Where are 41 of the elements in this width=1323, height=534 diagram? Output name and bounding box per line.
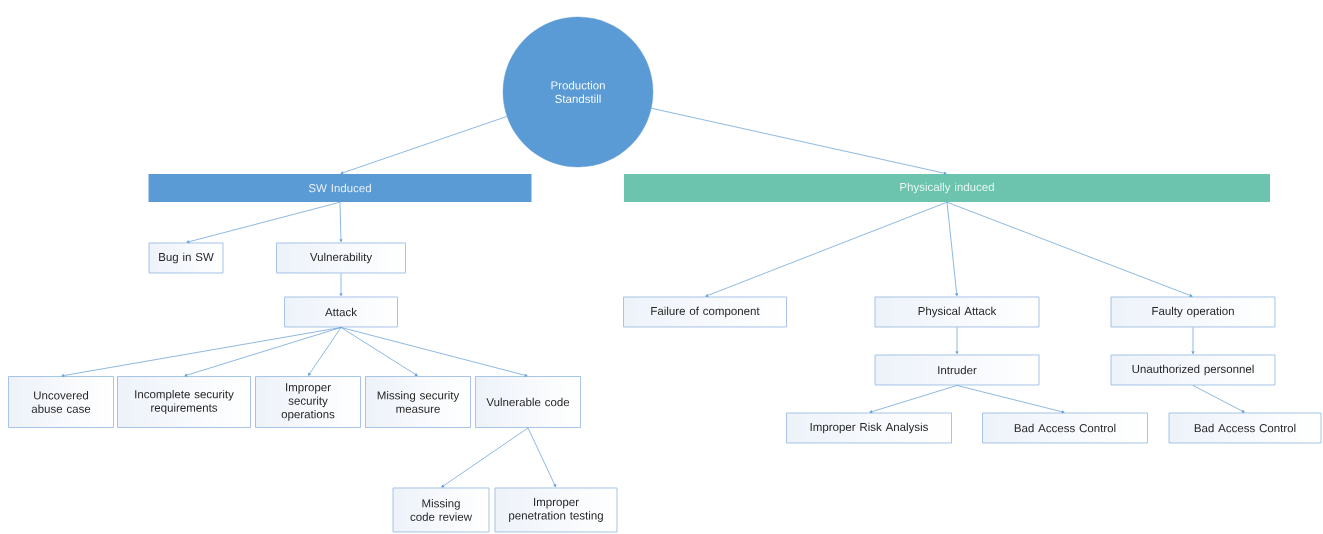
cause-box: Improper Risk Analysis (786, 412, 952, 444)
arrow (340, 116, 508, 175)
cause-box: Attack (284, 296, 398, 328)
cause-box: Improper penetration testing (494, 487, 618, 533)
arrow (1192, 385, 1245, 413)
cause-box: Uncovered abuse case (8, 376, 114, 428)
arrow (339, 201, 343, 243)
arrow (340, 327, 528, 377)
cause-box: Faulty operation (1110, 296, 1276, 328)
arrow (651, 107, 947, 175)
arrow (946, 201, 1193, 297)
cause-box: Intruder (874, 354, 1040, 386)
arrow (955, 327, 959, 355)
arrow (441, 427, 529, 488)
cause-box: Physical Attack (874, 296, 1040, 328)
circle-node: Production Standstill (502, 16, 654, 168)
arrow (527, 427, 557, 488)
arrow (308, 327, 342, 376)
arrow (339, 273, 343, 297)
cause-box: Missing code review (392, 487, 490, 533)
arrow (956, 385, 1065, 414)
category-bar: SW Induced (148, 174, 532, 202)
arrow (705, 201, 948, 297)
category-bar: Physically induced (624, 174, 1270, 202)
cause-box: Missing security measure (365, 376, 471, 428)
cause-box: Improper security operations (255, 376, 361, 428)
arrow (340, 327, 418, 376)
arrow (869, 385, 958, 414)
arrow (184, 327, 342, 377)
arrow (186, 201, 341, 244)
cause-box: Vulnerable code (475, 376, 581, 428)
cause-box: Bad Access Control (1168, 412, 1322, 444)
arrow (1191, 327, 1195, 355)
arrow (946, 201, 959, 297)
cause-box: Incomplete security requirements (117, 376, 251, 428)
cause-box: Unauthorized personnel (1110, 354, 1276, 386)
arrow (61, 327, 342, 377)
cause-box: Failure of component (623, 296, 787, 328)
cause-box: Bad Access Control (982, 412, 1148, 444)
cause-box: Vulnerability (276, 242, 406, 274)
cause-box: Bug in SW (148, 242, 224, 274)
